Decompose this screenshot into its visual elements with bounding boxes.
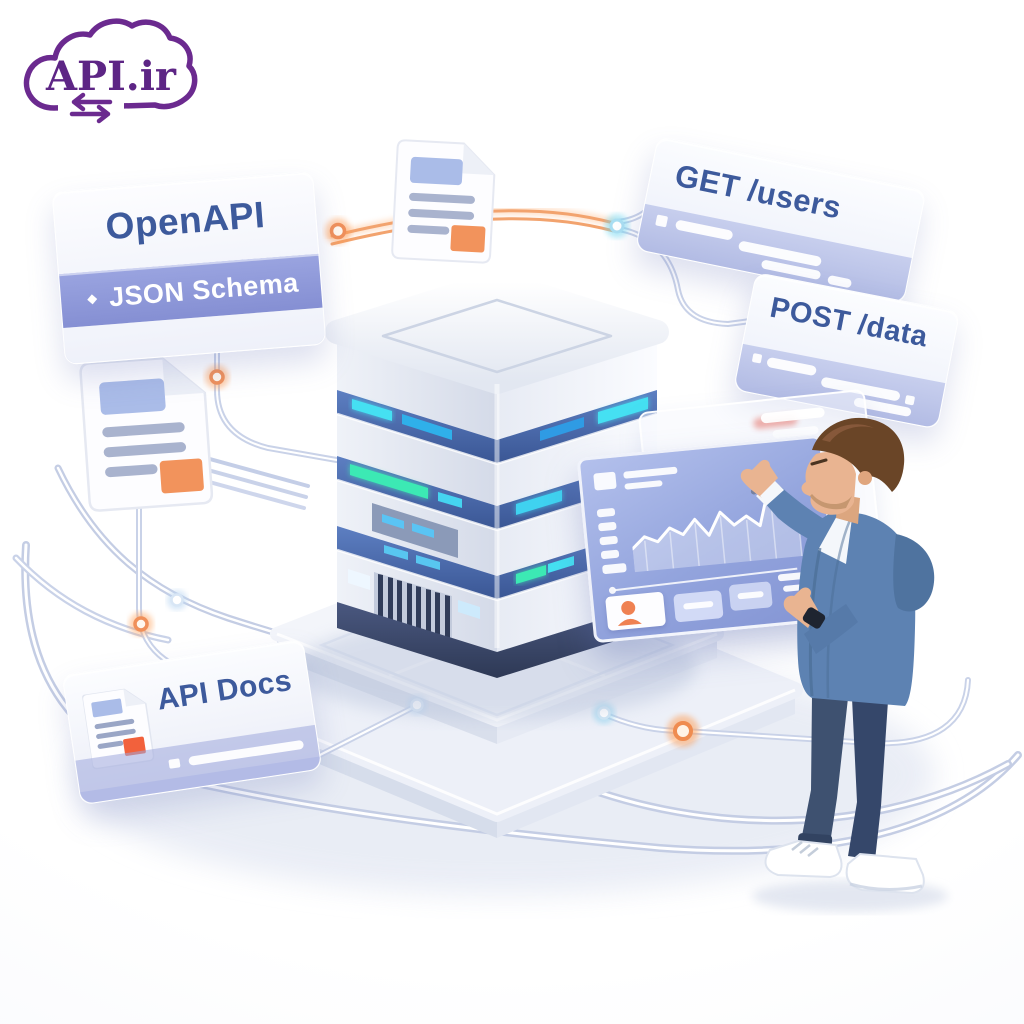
- user-avatar-icon: [617, 600, 642, 627]
- document-icon-top: [391, 139, 496, 264]
- dashboard-menu-item: [602, 562, 627, 575]
- dashboard-menu-item: [598, 521, 617, 532]
- person-shirt: [818, 514, 852, 564]
- node-orange-3: [129, 612, 153, 636]
- logo: API.ir: [23, 18, 198, 124]
- dashboard-menu-item: [599, 535, 619, 546]
- person-leg-far: [848, 698, 888, 860]
- dashboard-header-icon: [593, 471, 617, 491]
- document-icon-left: [79, 356, 214, 512]
- connection-nodes: [129, 214, 699, 747]
- transfer-arrows-icon: [69, 92, 113, 124]
- dashboard-header-line: [624, 480, 663, 490]
- field-square: [751, 353, 763, 364]
- dashboard-header-line: [623, 466, 678, 479]
- json-schema-label: JSON Schema: [107, 266, 300, 312]
- person-shoe-far: [845, 852, 925, 895]
- person-watch: [802, 607, 826, 629]
- dashboard-user-card: [605, 591, 667, 631]
- node-white-1: [167, 590, 187, 610]
- node-orange-4: [667, 715, 699, 747]
- card-openapi: OpenAPI ◆ JSON Schema: [51, 170, 327, 366]
- person-ear: [858, 471, 872, 485]
- document-icon-small: [81, 688, 155, 770]
- server-illustration: [325, 270, 669, 678]
- dashboard-menu-item: [596, 507, 616, 518]
- field-pill: [766, 356, 818, 377]
- node-cyan-1: [605, 214, 629, 238]
- node-orange-1: [325, 218, 351, 244]
- field-square: [168, 758, 181, 769]
- diamond-bullet-icon: ◆: [86, 290, 98, 307]
- person-beard: [810, 494, 852, 510]
- card-openapi-title: OpenAPI: [104, 193, 267, 248]
- node-orange-2: [205, 365, 229, 389]
- card-api-docs-title: API Docs: [154, 663, 295, 717]
- field-pill: [674, 219, 734, 241]
- dashboard-menu-item: [600, 549, 620, 560]
- dashboard-axis: [608, 567, 798, 594]
- card-api-docs: API Docs: [61, 638, 323, 806]
- person-leg-near: [800, 696, 848, 850]
- logo-text: API.ir: [45, 53, 177, 100]
- person-hood: [893, 534, 935, 612]
- person-hand-touch: [740, 459, 778, 498]
- person-shoe-near: [764, 839, 843, 879]
- person-illustration: [740, 417, 948, 912]
- person-forearm: [804, 604, 858, 654]
- field-square: [655, 214, 669, 228]
